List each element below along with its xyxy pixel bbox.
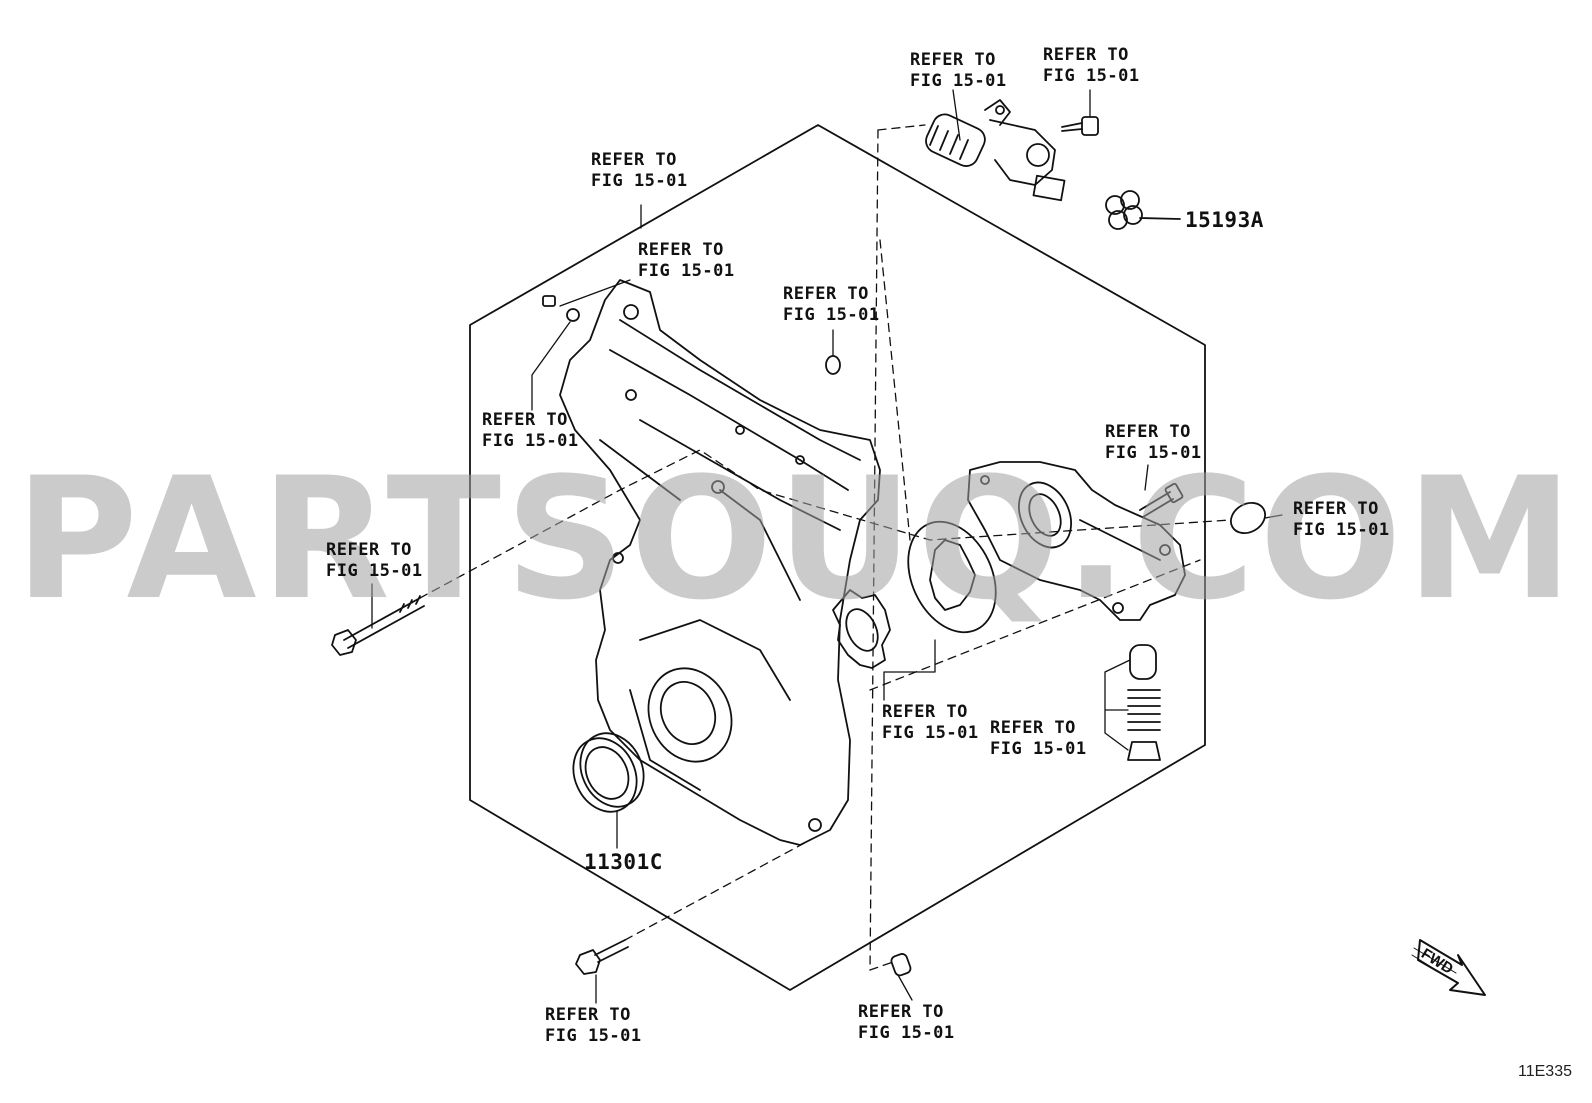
refer-label-ocv[interactable]: REFER TO FIG 15-01 [910,50,1007,92]
refer-label-pump-bolt[interactable]: REFER TO FIG 15-01 [1105,422,1202,464]
refer-label-pump-oring[interactable]: REFER TO FIG 15-01 [1293,499,1390,541]
refer-line2: FIG 15-01 [1043,66,1140,86]
bolt-bottom-left-part [575,939,629,975]
refer-line2: FIG 15-01 [482,431,579,451]
refer-line2: FIG 15-01 [882,723,979,743]
inner-rotor-part [832,589,891,669]
leader-lines [371,89,1283,1004]
outer-rotor-part [907,520,997,634]
refer-line1: REFER TO [482,410,568,430]
refer-label-washer[interactable]: REFER TO FIG 15-01 [482,410,579,452]
pump-bolt-part [1139,482,1184,518]
assembly-boundary [469,124,1206,991]
refer-line1: REFER TO [1105,422,1191,442]
part-number-oring-set[interactable]: 15193A [1185,208,1264,232]
illustration-code: 11E335 [1518,1063,1572,1080]
knock-pin-part [825,355,841,375]
ocv-bolt-part [1061,116,1099,136]
refer-line1: REFER TO [545,1005,631,1025]
refer-line1: REFER TO [858,1002,944,1022]
refer-line1: REFER TO [326,540,412,560]
oil-seal-part [572,732,645,813]
refer-label-bottom-bolt[interactable]: REFER TO FIG 15-01 [545,1005,642,1047]
refer-line2: FIG 15-01 [910,71,1007,91]
refer-line1: REFER TO [1293,499,1379,519]
small-bolt-topleft [542,295,580,322]
refer-label-rotor[interactable]: REFER TO FIG 15-01 [882,702,979,744]
refer-line1: REFER TO [882,702,968,722]
refer-line2: FIG 15-01 [326,561,423,581]
knock-pin-bottom-part [890,953,912,977]
part-number-oil-seal[interactable]: 11301C [584,850,663,874]
long-bolt-left-part [331,595,425,656]
refer-line2: FIG 15-01 [638,261,735,281]
refer-line1: REFER TO [638,240,724,260]
pump-oring-part [1230,502,1266,534]
refer-line1: REFER TO [910,50,996,70]
refer-line2: FIG 15-01 [1105,443,1202,463]
refer-line1: REFER TO [990,718,1076,738]
refer-line2: FIG 15-01 [545,1026,642,1046]
refer-label-knock-pin[interactable]: REFER TO FIG 15-01 [783,284,880,326]
refer-line1: REFER TO [591,150,677,170]
refer-label-top-bolt[interactable]: REFER TO FIG 15-01 [638,240,735,282]
fwd-arrow-icon [1411,939,1486,996]
refer-line2: FIG 15-01 [858,1023,955,1043]
refer-label-ocv-bolt[interactable]: REFER TO FIG 15-01 [1043,45,1140,87]
refer-line1: REFER TO [1043,45,1129,65]
refer-label-bottom-pin[interactable]: REFER TO FIG 15-01 [858,1002,955,1044]
assembly-dashed-lines [419,124,1231,971]
refer-label-relief-valve[interactable]: REFER TO FIG 15-01 [990,718,1087,760]
watermark-text: PARTSOUQ.COM [14,441,1578,637]
oring-set-part [1105,190,1181,230]
refer-label-cover[interactable]: REFER TO FIG 15-01 [591,150,688,192]
relief-valve-part [1127,644,1161,761]
refer-line2: FIG 15-01 [990,739,1087,759]
oil-control-valve-part [925,99,1066,202]
refer-line1: REFER TO [783,284,869,304]
refer-line2: FIG 15-01 [591,171,688,191]
refer-line2: FIG 15-01 [783,305,880,325]
refer-label-long-bolt[interactable]: REFER TO FIG 15-01 [326,540,423,582]
refer-line2: FIG 15-01 [1293,520,1390,540]
